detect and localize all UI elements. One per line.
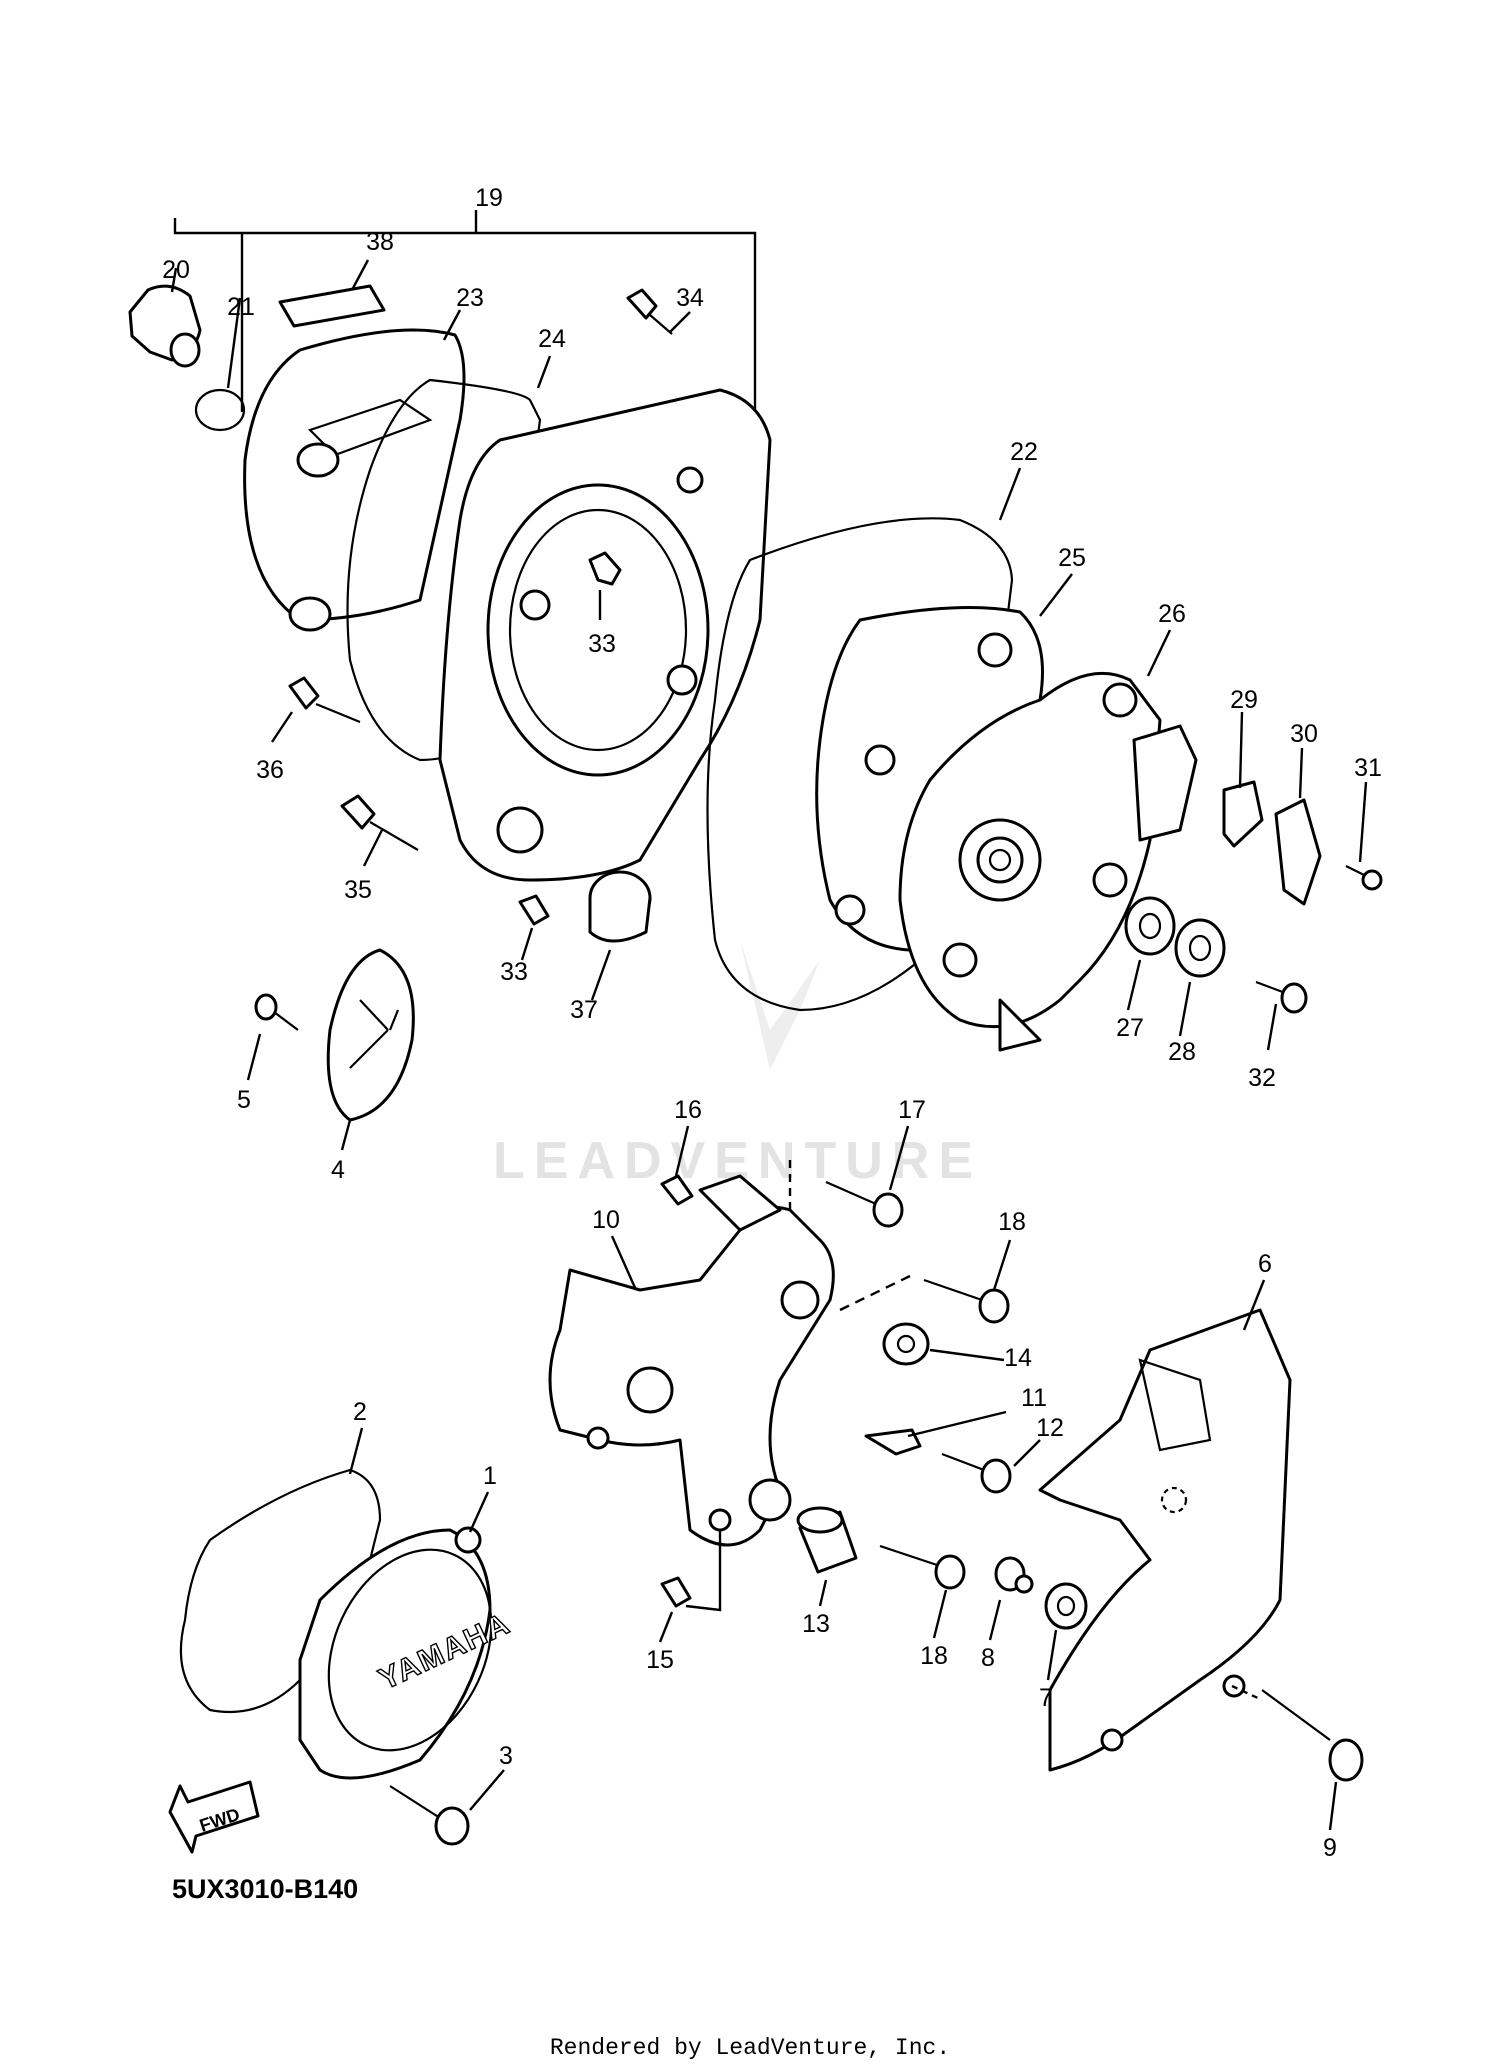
callout-18a: 18 bbox=[998, 1208, 1026, 1236]
callout-29: 29 bbox=[1230, 686, 1258, 714]
callout-20: 20 bbox=[162, 256, 190, 284]
callout-26: 26 bbox=[1158, 600, 1186, 628]
callout-28: 28 bbox=[1168, 1038, 1196, 1066]
crankcase-cover-33-frame bbox=[438, 388, 772, 882]
pin-15 bbox=[658, 1530, 722, 1643]
callout-18b: 18 bbox=[920, 1642, 948, 1670]
o-ring-21 bbox=[194, 297, 246, 432]
callout-24: 24 bbox=[538, 325, 566, 353]
cover-6 bbox=[1038, 1279, 1292, 1772]
callout-4: 4 bbox=[331, 1156, 345, 1184]
gasket-2 bbox=[179, 1427, 382, 1714]
callout-35: 35 bbox=[344, 876, 372, 904]
callout-3: 3 bbox=[499, 1742, 513, 1770]
callout-27: 27 bbox=[1116, 1014, 1144, 1042]
label-plate-38 bbox=[278, 259, 386, 328]
pin-16 bbox=[660, 1125, 694, 1206]
bolt-17 bbox=[788, 1125, 910, 1228]
callout-23: 23 bbox=[456, 284, 484, 312]
callout-10: 10 bbox=[592, 1206, 620, 1234]
screw-5 bbox=[246, 993, 299, 1081]
bolt-9 bbox=[1231, 1684, 1364, 1831]
bolt-32 bbox=[1255, 980, 1308, 1051]
watermark: LEADVENTURE bbox=[493, 940, 973, 1190]
callout-8: 8 bbox=[981, 1644, 995, 1672]
callout-22: 22 bbox=[1010, 438, 1038, 466]
bolt-12 bbox=[941, 1439, 1041, 1494]
cover-23 bbox=[243, 309, 466, 632]
callout-19: 19 bbox=[475, 184, 503, 212]
bolt-18b bbox=[879, 1544, 966, 1639]
bracket-10 bbox=[548, 1174, 835, 1547]
callout-16: 16 bbox=[674, 1096, 702, 1124]
callout-37: 37 bbox=[570, 996, 598, 1024]
gasket-22 bbox=[706, 467, 1022, 1012]
callouts: 19 20 21 38 23 24 34 22 25 26 33 29 30 3… bbox=[162, 184, 1382, 1862]
callout-17: 17 bbox=[898, 1096, 926, 1124]
grommet-27 bbox=[1124, 896, 1176, 1011]
bolt-34 bbox=[626, 288, 691, 335]
callout-21: 21 bbox=[227, 293, 255, 321]
callout-1: 1 bbox=[483, 1462, 497, 1490]
grommet-28 bbox=[1174, 918, 1226, 1037]
plate-30 bbox=[1274, 747, 1322, 906]
callout-13: 13 bbox=[802, 1610, 830, 1638]
gasket-24 bbox=[346, 355, 552, 762]
dowel-pin-33b bbox=[518, 894, 550, 961]
callout-9: 9 bbox=[1323, 1834, 1337, 1862]
cover-1: YAMAHA bbox=[298, 1491, 516, 1780]
callout-2: 2 bbox=[353, 1398, 367, 1426]
fwd-arrow-icon: FWD bbox=[168, 1780, 260, 1854]
collar-13 bbox=[796, 1506, 858, 1607]
grommet-7 bbox=[1044, 1582, 1088, 1681]
callout-31: 31 bbox=[1354, 754, 1382, 782]
screw-31 bbox=[1345, 781, 1383, 891]
bolt-35 bbox=[340, 794, 419, 867]
bolt-3 bbox=[389, 1769, 505, 1846]
callout-14: 14 bbox=[1004, 1344, 1032, 1372]
diagram-code: 5UX3010-B140 bbox=[172, 1874, 358, 1904]
callout-33b: 33 bbox=[500, 958, 528, 986]
callout-12: 12 bbox=[1036, 1414, 1064, 1442]
assembly-bracket-19 bbox=[173, 210, 757, 420]
callout-5: 5 bbox=[237, 1086, 251, 1114]
callout-32: 32 bbox=[1248, 1064, 1276, 1092]
collar-14 bbox=[882, 1322, 1005, 1366]
credit-text: Rendered by LeadVenture, Inc. bbox=[550, 2035, 950, 2061]
callout-25: 25 bbox=[1058, 544, 1086, 572]
cover-26 bbox=[898, 629, 1198, 1052]
bracket-29 bbox=[1222, 711, 1264, 848]
callout-34: 34 bbox=[676, 284, 704, 312]
plug-37 bbox=[588, 870, 652, 1001]
dowel-pin-33a bbox=[588, 551, 622, 620]
callout-30: 30 bbox=[1290, 720, 1318, 748]
bolt-36 bbox=[271, 676, 361, 743]
callout-15: 15 bbox=[646, 1646, 674, 1674]
oil-filler-cap-20 bbox=[128, 267, 202, 368]
callout-6: 6 bbox=[1258, 1250, 1272, 1278]
callout-38: 38 bbox=[366, 228, 394, 256]
callout-36: 36 bbox=[256, 756, 284, 784]
callout-11: 11 bbox=[1021, 1384, 1047, 1412]
callout-7: 7 bbox=[1039, 1684, 1053, 1712]
callout-33a: 33 bbox=[588, 630, 616, 658]
bracket-11 bbox=[864, 1410, 1007, 1456]
collar-8 bbox=[988, 1556, 1034, 1641]
cap-4 bbox=[326, 948, 415, 1151]
bolt-18a bbox=[839, 1239, 1012, 1324]
